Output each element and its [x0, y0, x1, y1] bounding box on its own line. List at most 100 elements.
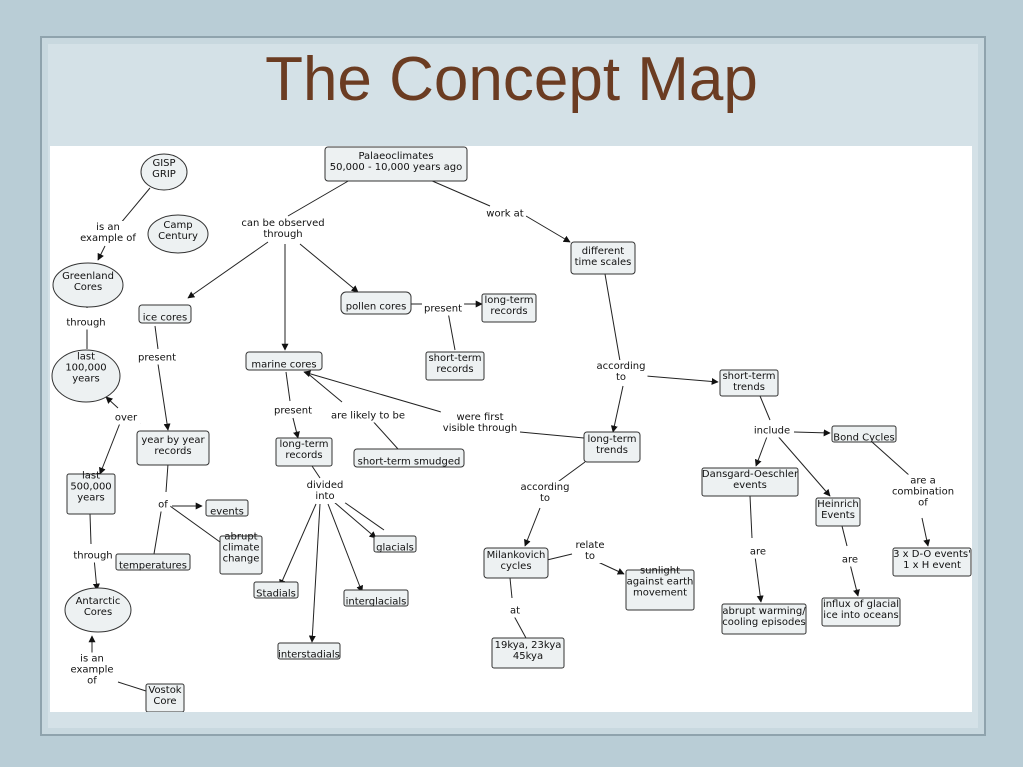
node-interstadials — [277, 642, 341, 660]
node-kya — [491, 637, 565, 669]
node-gisp-grip — [140, 153, 188, 191]
label-ice-cores: ice cores — [143, 313, 187, 324]
node-abrupt-climate — [219, 535, 263, 575]
link-are-2: are — [842, 555, 858, 566]
label-temperatures: temperatures — [119, 561, 187, 572]
link-present-1: present — [138, 353, 176, 364]
node-bond-cycles — [831, 425, 897, 443]
node-combination — [892, 547, 972, 577]
link-over: over — [115, 413, 138, 424]
link-are-1: are — [750, 547, 766, 558]
connectors — [83, 179, 931, 692]
node-long-term-trends — [583, 431, 641, 463]
label-short-term-smudged: short-term smudged — [358, 457, 461, 468]
label-marine-cores: marine cores — [251, 360, 316, 371]
oval-nodes — [51, 153, 209, 633]
link-at: at — [510, 606, 520, 617]
node-dansgaard — [701, 467, 799, 497]
label-combination: 3 x D-O events'1 x H event — [893, 549, 971, 571]
label-events: events — [210, 507, 244, 518]
label-stadials: Stadials — [256, 589, 296, 600]
node-marine-cores — [245, 351, 323, 371]
link-include: include — [754, 426, 790, 437]
node-greenland-cores — [52, 262, 124, 308]
node-warming — [721, 603, 807, 635]
node-sunlight — [625, 569, 695, 611]
label-interglacials: interglacials — [346, 597, 407, 608]
node-pollen-short-term — [425, 351, 485, 381]
slide-title: The Concept Map — [265, 45, 758, 114]
link-through-1: through — [66, 318, 105, 329]
node-vostok-core — [145, 683, 185, 712]
label-warming: abrupt warming/cooling episodes — [722, 606, 806, 628]
label-interstadials: interstadials — [278, 650, 340, 661]
node-interglacials — [343, 589, 409, 607]
node-long-term-records-marine — [275, 437, 333, 467]
node-last-500000 — [66, 473, 116, 515]
node-antarctic-cores — [64, 587, 132, 633]
node-ice-cores — [138, 304, 192, 324]
node-palaeoclimates — [324, 146, 468, 182]
node-short-term-smudged — [353, 448, 465, 468]
link-of: of — [158, 500, 168, 511]
node-events — [205, 499, 249, 517]
label-glacials: glacials — [376, 543, 414, 554]
node-influx — [821, 597, 901, 627]
node-pollen-long-term — [481, 293, 537, 323]
link-work-at: work at — [486, 209, 524, 220]
node-camp-century — [147, 214, 209, 254]
node-year-by-year — [136, 430, 210, 466]
node-temperatures — [115, 553, 191, 571]
link-present-3: present — [424, 304, 462, 315]
link-through-2: through — [73, 551, 112, 562]
node-short-term-trends — [719, 369, 779, 397]
node-stadials — [253, 581, 299, 599]
node-heinrich — [815, 497, 861, 527]
label-pollen-cores: pollen cores — [346, 302, 407, 313]
node-last-100000 — [51, 349, 121, 403]
node-glacials — [373, 535, 417, 553]
node-milankovich — [483, 547, 549, 579]
node-different-time-scales — [570, 241, 636, 275]
node-pollen-cores — [340, 291, 412, 315]
link-are-likely-to-be: are likely to be — [331, 411, 405, 422]
box-nodes — [66, 146, 972, 712]
label-bond-cycles: Bond Cycles — [833, 433, 894, 444]
link-present-2: present — [274, 406, 312, 417]
